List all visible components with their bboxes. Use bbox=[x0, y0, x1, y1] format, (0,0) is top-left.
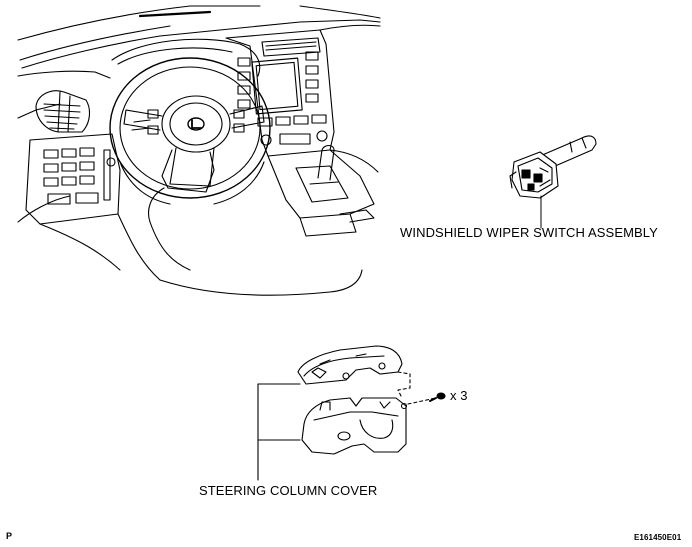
wiper-switch-assembly bbox=[509, 135, 597, 229]
column-cover-label: STEERING COLUMN COVER bbox=[199, 483, 378, 498]
dashboard-illustration bbox=[17, 5, 381, 296]
steering-column-cover bbox=[257, 345, 446, 481]
center-console bbox=[267, 144, 375, 237]
figure-code: E161450E01 bbox=[634, 533, 682, 542]
page-marker: P bbox=[6, 531, 13, 541]
left-air-vent bbox=[35, 90, 91, 133]
center-stack bbox=[225, 29, 335, 157]
screw-count-label: x 3 bbox=[450, 388, 468, 403]
lexus-emblem bbox=[187, 117, 205, 131]
wiper-switch-label: WINDSHIELD WIPER SWITCH ASSEMBLY bbox=[400, 225, 658, 240]
screw-icon bbox=[429, 392, 446, 402]
left-switch-panel bbox=[43, 147, 99, 205]
steering-wheel bbox=[109, 57, 271, 205]
